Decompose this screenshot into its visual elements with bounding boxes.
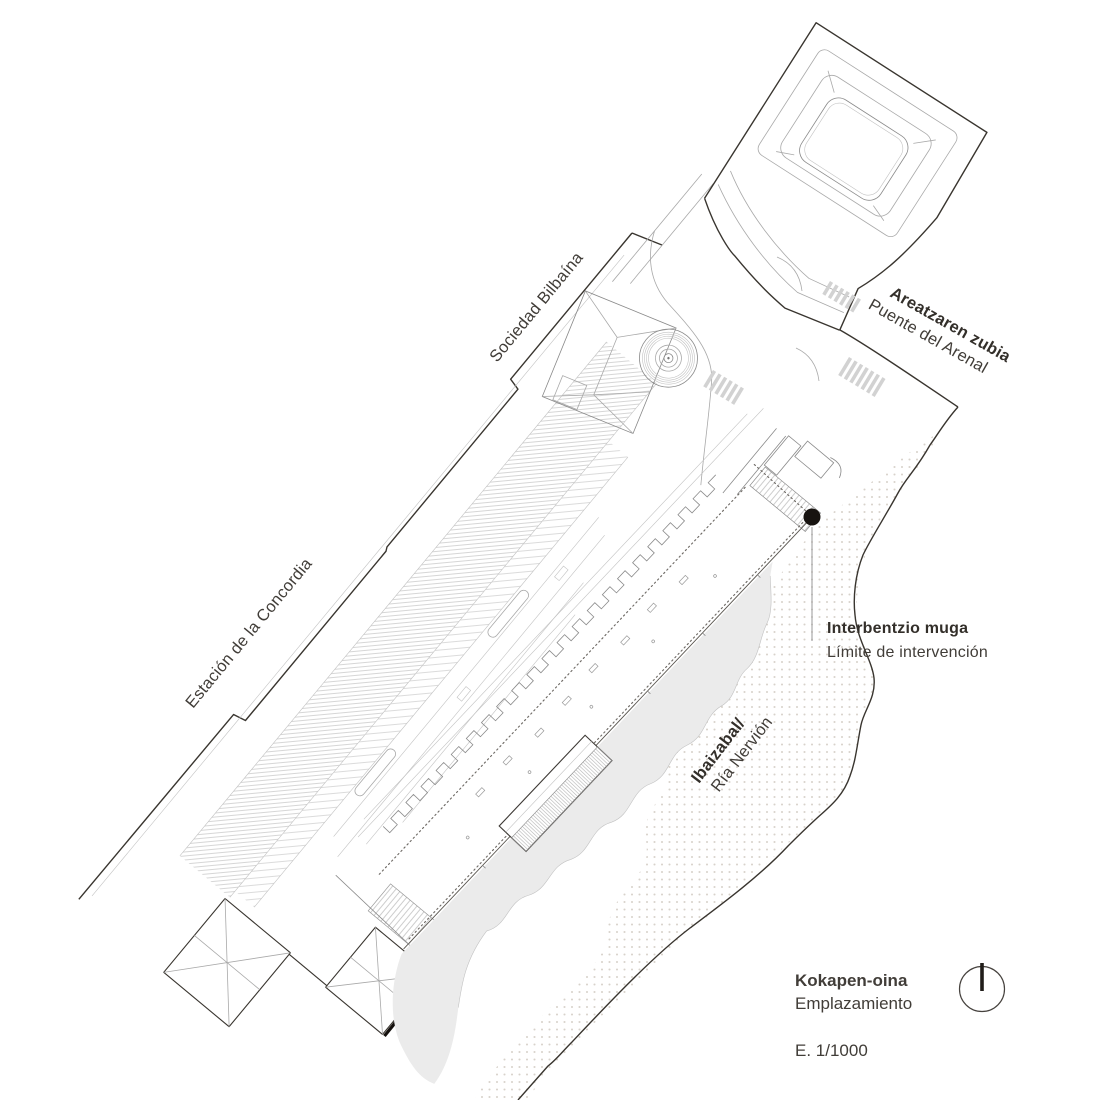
bilbaina-footprint: [541, 290, 677, 435]
quay: [335, 408, 819, 1084]
north-arrow-icon: [958, 963, 1006, 1013]
label-boundary-es: Límite de intervención: [827, 644, 988, 661]
traffic-island-curves: [776, 256, 820, 382]
platform-island: [487, 589, 529, 638]
bilbaina-building: [541, 290, 677, 435]
intervention-boundary-line: [407, 515, 810, 941]
terrace-steps-sawtooth: [382, 474, 717, 834]
legend: Kokapen-oina Emplazamiento E. 1/1000: [795, 963, 1006, 1060]
bilbaina-dome: [639, 328, 698, 388]
bridge-block-outline: [703, 22, 988, 331]
platform-island: [354, 748, 396, 797]
crosswalk: [838, 357, 886, 397]
bridge-abutment: [722, 428, 842, 533]
legend-title-eu: Kokapen-oina: [795, 971, 908, 990]
quay-warehouse: [498, 734, 613, 853]
crosswalk: [703, 370, 744, 405]
promenade-edge: [650, 230, 713, 486]
bridge-road-edge: [839, 329, 959, 408]
quay-edge: [403, 510, 819, 950]
quay-benches: [475, 574, 689, 798]
intervention-boundary-upper: [753, 463, 810, 515]
quay-lamps: [465, 574, 717, 840]
water-edge-wavy: [457, 575, 772, 1008]
station-roof-hatch-narrow: [235, 441, 628, 908]
label-bridge: Areatzaren zubia Puente del Arenal: [865, 284, 1014, 377]
label-intervention-boundary: Interbentzio muga Límite de intervención: [827, 620, 988, 661]
label-estacion-concordia: Estación de la Concordia: [182, 554, 316, 711]
legend-title-es: Emplazamiento: [795, 994, 912, 1013]
label-boundary-eu: Interbentzio muga: [827, 620, 968, 637]
bridge-block: [703, 22, 988, 331]
station-building: [78, 232, 663, 908]
intervention-boundary-dot: [803, 508, 821, 526]
bilbaina-annex: [552, 375, 588, 411]
shoreline: [517, 406, 959, 1100]
legend-scale: E. 1/1000: [795, 1041, 868, 1060]
station-roof-hatch-wide: [179, 341, 657, 898]
crosswalk: [822, 281, 861, 313]
rotated-plan-frame: [78, 173, 842, 1084]
river-water: [392, 561, 773, 1084]
quay-end-wall: [335, 874, 409, 945]
street-lines: [612, 173, 714, 284]
river-bank-stipple: [474, 429, 943, 1100]
station-boundary-line: [78, 232, 633, 900]
